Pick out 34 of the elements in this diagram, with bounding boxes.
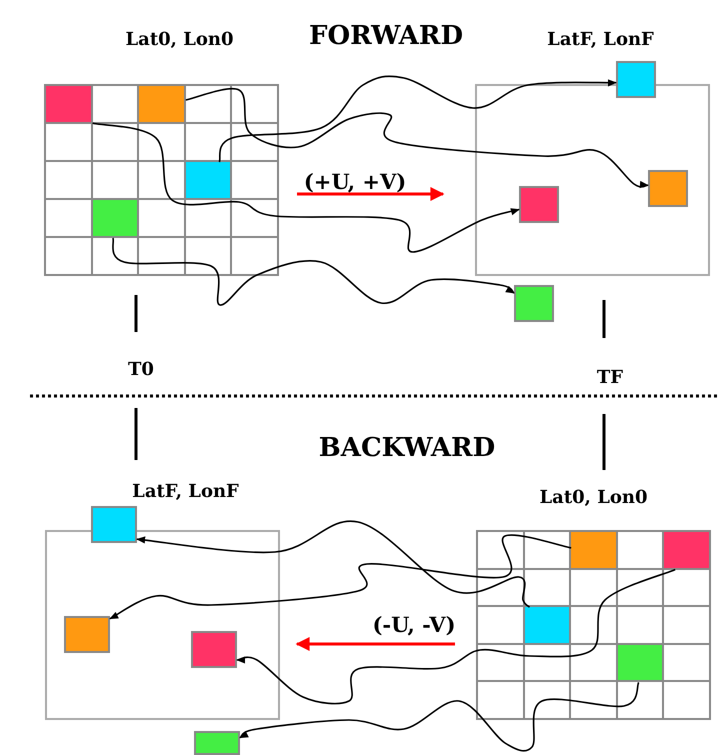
section-title: BACKWARD [318,432,496,464]
coordinate-label: LatF, LonF [547,29,654,50]
colored-square [571,532,618,570]
colored-square [664,532,711,570]
section-title: FORWARD [309,20,463,52]
coordinate-label: Lat0, Lon0 [126,29,234,50]
coordinate-label: LatF, LonF [132,481,239,502]
time-label: TF [596,367,624,390]
colored-square [46,86,93,124]
colored-square [616,61,656,98]
trajectory-arrow [239,682,640,752]
trajectory-arrow [92,122,520,253]
colored-square [618,644,664,682]
trajectory-arrow [112,238,515,306]
colored-square [139,86,186,124]
colored-square [64,616,110,653]
colored-square [186,162,232,200]
trajectory-arrow [236,568,676,704]
colored-square [519,186,559,223]
trajectory-arrow [136,520,530,608]
colored-square [194,731,240,755]
velocity-label: (+U, +V) [304,169,406,196]
colored-square [191,631,237,668]
trajectory-arrow [186,88,649,190]
colored-square [648,170,688,207]
colored-square [514,285,554,322]
velocity-label: (-U, -V) [372,612,456,638]
colored-square [524,607,572,645]
colored-square [92,200,140,238]
time-label: T0 [128,359,154,382]
trajectory-arrow [109,534,572,620]
coordinate-label: Lat0, Lon0 [540,487,648,508]
colored-square [91,506,137,543]
trajectory-arrow [218,75,617,162]
